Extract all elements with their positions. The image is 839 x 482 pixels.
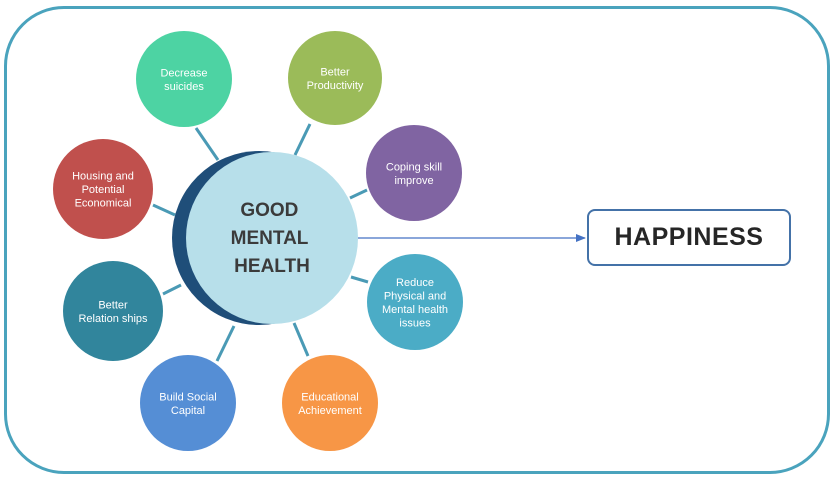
node-label-line: Better: [320, 66, 350, 78]
connector-reduce-physical-mental-health-issues: [350, 275, 369, 284]
node-label-line: Better: [98, 299, 128, 311]
node-label-line: Build Social: [159, 391, 216, 403]
node-label-line: Productivity: [307, 80, 364, 92]
connector-decrease-suicides: [194, 127, 220, 161]
connector-build-social-capital: [215, 325, 236, 362]
node-circle-decrease-suicides: [136, 31, 232, 127]
node-label-line: Housing and: [72, 171, 134, 183]
connector-better-productivity: [293, 123, 312, 156]
node-circle-build-social-capital: [140, 355, 236, 451]
node-decrease-suicides: Decrease suicides: [136, 31, 232, 127]
center-circle: [186, 152, 358, 324]
node-label-line: Achievement: [298, 405, 362, 417]
connector-lines: [152, 123, 369, 362]
center-label-line-2: MENTAL: [231, 228, 309, 249]
node-label-line: Potential: [82, 184, 125, 196]
node-circle-educational-achievement: [282, 355, 378, 451]
connector-coping-skill-improve: [349, 188, 368, 200]
node-label-line: Mental health: [382, 304, 448, 316]
node-circle-coping-skill-improve: [366, 125, 462, 221]
node-coping-skill-improve: Coping skill improve: [366, 125, 462, 221]
diagram-frame: [4, 6, 830, 474]
connector-better-relationships: [162, 283, 182, 296]
node-circle-reduce-physical-mental-health-issues: [367, 254, 463, 350]
node-label-line: Decrease: [160, 67, 207, 79]
node-label-line: Relation ships: [78, 313, 148, 325]
center-label: GOOD MENTAL HEALTH: [231, 200, 314, 277]
happiness-box: HAPPINESS: [587, 209, 791, 266]
connector-educational-achievement: [292, 322, 310, 357]
node-label-decrease-suicides: Decrease suicides: [160, 67, 207, 93]
connector-housing-potential-economical: [152, 203, 176, 217]
node-circle-housing-potential-economical: [53, 139, 153, 239]
node-label-line: Capital: [171, 405, 205, 417]
node-label-line: suicides: [164, 81, 204, 93]
node-circle-better-productivity: [288, 31, 382, 125]
node-label-line: Coping skill: [386, 161, 442, 173]
node-label-line: Physical and: [384, 290, 446, 302]
center-label-line-1: GOOD: [240, 200, 298, 221]
center-node: GOOD MENTAL HEALTH: [172, 151, 358, 325]
node-circle-better-relationships: [63, 261, 163, 361]
node-label-line: Educational: [301, 391, 359, 403]
node-label-line: Reduce: [396, 277, 434, 289]
happiness-label: HAPPINESS: [614, 223, 764, 251]
node-label-coping-skill-improve: Coping skill improve: [386, 161, 442, 187]
center-label-line-3: HEALTH: [234, 256, 310, 277]
node-label-line: issues: [399, 317, 431, 329]
node-label-line: improve: [394, 175, 433, 187]
node-label-line: Economical: [75, 198, 132, 210]
